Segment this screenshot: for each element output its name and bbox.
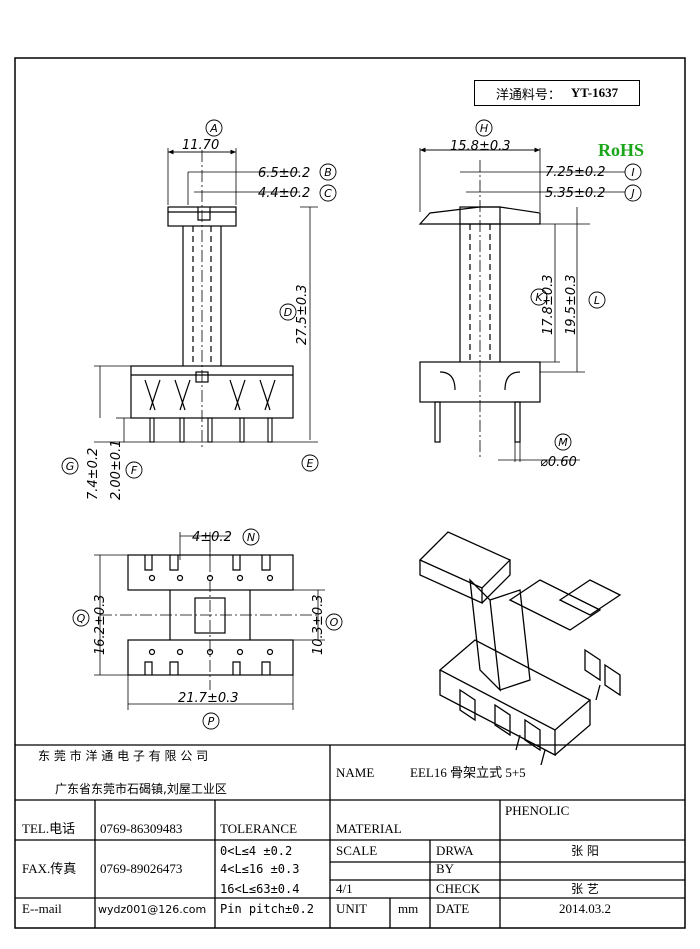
- bottom-view: [94, 532, 325, 710]
- side-view: [418, 147, 625, 462]
- front-view: [94, 148, 318, 450]
- title-block-grid: [15, 744, 685, 928]
- part-number-value: YT-1637: [570, 85, 619, 100]
- isometric-view: [418, 531, 622, 766]
- part-number-box: 洋通料号： YT-1637: [474, 80, 640, 106]
- rohs-mark: RoHS: [598, 140, 645, 160]
- drawing-frame: [14, 57, 686, 929]
- part-number-label: 洋通料号：: [495, 86, 561, 102]
